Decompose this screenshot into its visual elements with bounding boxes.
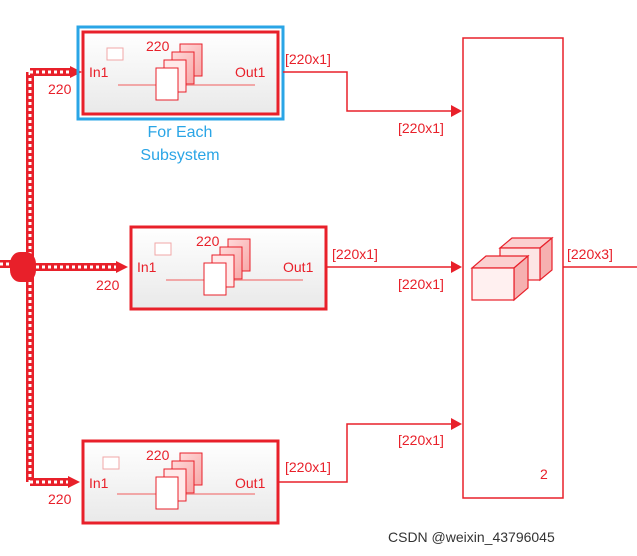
- arrow-concat-in-middle: [451, 261, 462, 273]
- middle-block-size-label: 220: [196, 233, 220, 249]
- concat-output-dim-label: [220x3]: [567, 246, 613, 262]
- concatenate-icon: [470, 236, 554, 302]
- arrow-concat-in-bottom: [451, 418, 462, 430]
- middle-input-size-label: 220: [96, 277, 120, 293]
- bottom-block-size-label: 220: [146, 447, 170, 463]
- selection-highlight: [76, 25, 285, 121]
- arrow-concat-in-top: [451, 105, 462, 117]
- top-block-out-label: Out1: [235, 64, 266, 80]
- for-each-subsystem-bottom[interactable]: In1 Out1 220: [81, 439, 280, 525]
- concatenate-block[interactable]: 2: [462, 37, 564, 499]
- middle-block-in-label: In1: [137, 259, 157, 275]
- concat-port-count-label: 2: [540, 466, 548, 482]
- arrow-top-in: [70, 66, 82, 78]
- top-input-size-label: 220: [48, 81, 72, 97]
- subsystem-icon: [154, 238, 303, 296]
- output-signals: [278, 71, 637, 483]
- top-output-line[interactable]: [283, 71, 452, 112]
- for-each-subsystem-middle[interactable]: In1 Out1 220: [129, 225, 328, 311]
- top-block-caption-line1: For Each: [148, 124, 213, 141]
- subsystem-icon: [102, 452, 255, 510]
- subsystem-icon: [106, 43, 255, 101]
- concat-in-bottom-dim-label: [220x1]: [398, 432, 444, 448]
- bottom-input-size-label: 220: [48, 491, 72, 507]
- bottom-output-dim-label: [220x1]: [285, 459, 331, 475]
- concat-in-middle-dim-label: [220x1]: [398, 276, 444, 292]
- middle-block-out-label: Out1: [283, 259, 314, 275]
- bottom-block-out-label: Out1: [235, 475, 266, 491]
- concat-in-top-dim-label: [220x1]: [398, 120, 444, 136]
- arrow-middle-in: [116, 261, 128, 273]
- for-each-subsystem-top[interactable]: In1 Out1 220: [76, 25, 285, 121]
- top-block-size-label: 220: [146, 38, 170, 54]
- watermark: CSDN @weixin_43796045: [388, 529, 555, 545]
- middle-output-dim-label: [220x1]: [332, 246, 378, 262]
- bus-branch-point[interactable]: [10, 252, 36, 282]
- top-block-in-label: In1: [89, 64, 109, 80]
- bottom-block-in-label: In1: [89, 475, 109, 491]
- bottom-output-line[interactable]: [278, 423, 452, 483]
- top-output-dim-label: [220x1]: [285, 51, 331, 67]
- top-block-caption-line2: Subsystem: [140, 147, 219, 164]
- arrow-bottom-in: [68, 476, 80, 488]
